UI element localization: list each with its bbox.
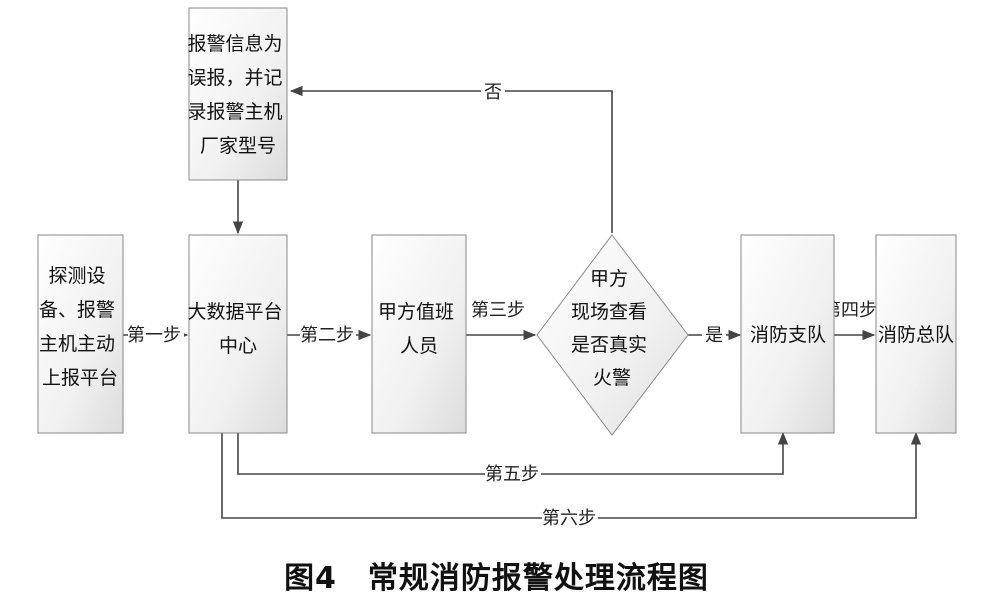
edge-label-yes: 是 bbox=[705, 325, 723, 346]
edge-platform-to-corps-step6 bbox=[221, 431, 922, 519]
svg-text:甲方 现场查看 是否真实: 甲方 现场查看 是否真实 火警 bbox=[571, 268, 653, 389]
node-detector-line: 主机主动 bbox=[39, 333, 115, 355]
node-detector-line: 备、报警 bbox=[39, 299, 115, 321]
svg-text:消防支队: 消防支队 bbox=[750, 324, 826, 346]
node-corps: 消防总队 bbox=[875, 234, 957, 434]
node-decision-line: 现场查看 bbox=[571, 301, 647, 323]
node-false-alarm-line: 厂家型号 bbox=[200, 135, 276, 157]
node-decision-line: 甲方 bbox=[590, 268, 628, 290]
edge-label-step1: 第一步 bbox=[127, 325, 181, 346]
node-decision-line: 火警 bbox=[593, 367, 631, 389]
node-brigade: 消防支队 bbox=[740, 234, 835, 434]
node-detector-line: 探测设 bbox=[48, 265, 105, 287]
node-detector: 探测设 备、报警 主机主动 上报平台 bbox=[37, 234, 124, 434]
edge-labels: 第一步 第二步 第三步 是 第四步 否 第五步 第六步 bbox=[127, 80, 877, 530]
node-platform-line: 中心 bbox=[219, 335, 257, 357]
svg-text:消防总队: 消防总队 bbox=[878, 324, 954, 346]
edge-label-no: 否 bbox=[484, 82, 502, 103]
node-corps-line: 消防总队 bbox=[878, 324, 954, 346]
node-detector-line: 上报平台 bbox=[42, 367, 118, 389]
edge-label-step5: 第五步 bbox=[485, 464, 539, 485]
node-duty-line: 甲方值班 bbox=[378, 301, 454, 323]
node-duty-line: 人员 bbox=[400, 335, 438, 357]
svg-text:大数据平台 中心: 大数据平台 中心 bbox=[187, 301, 288, 357]
edge-label-step3: 第三步 bbox=[471, 300, 525, 321]
node-platform: 大数据平台 中心 bbox=[187, 234, 288, 434]
edge-label-step2: 第二步 bbox=[300, 325, 354, 346]
node-false-alarm-line: 录报警主机 bbox=[187, 101, 282, 123]
node-duty: 甲方值班 人员 bbox=[371, 234, 467, 434]
node-false-alarm-line: 误报，并记 bbox=[187, 67, 282, 89]
edge-label-step4: 第四步 bbox=[823, 300, 877, 321]
node-decision: 甲方 现场查看 是否真实 火警 bbox=[536, 234, 689, 436]
svg-text:探测设 备、报警 主机主动: 探测设 备、报警 主机主动 上报平台 bbox=[39, 265, 121, 389]
node-false-alarm-line: 报警信息为 bbox=[187, 33, 282, 55]
svg-text:报警信息为 误报，并记 录报警主机: 报警信息为 误报，并记 录报警主机 厂家型号 bbox=[187, 33, 288, 157]
figure-caption: 图4 常规消防报警处理流程图 bbox=[284, 561, 709, 596]
node-platform-line: 大数据平台 bbox=[187, 301, 282, 323]
edge-decision-no-to-false-alarm bbox=[289, 85, 613, 233]
edge-label-step6: 第六步 bbox=[542, 508, 596, 529]
node-false-alarm: 报警信息为 误报，并记 录报警主机 厂家型号 bbox=[187, 7, 288, 181]
svg-text:甲方值班 人员: 甲方值班 人员 bbox=[378, 301, 460, 357]
node-brigade-line: 消防支队 bbox=[750, 324, 826, 346]
node-decision-line: 是否真实 bbox=[571, 334, 647, 356]
